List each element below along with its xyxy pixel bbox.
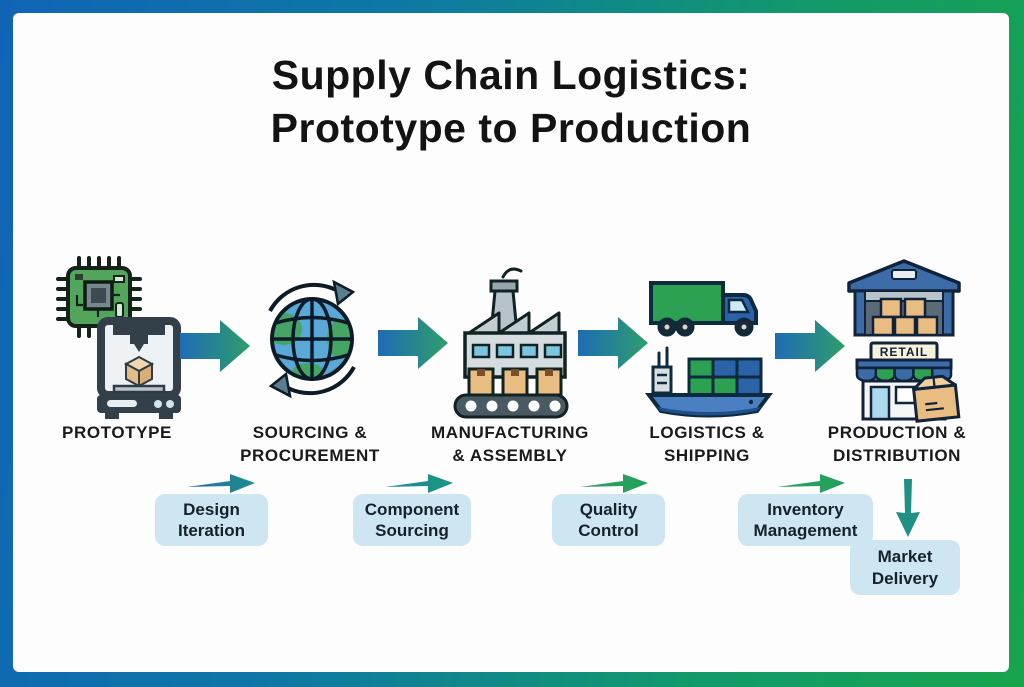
globe-with-cycle-arrows-icon [268, 279, 356, 399]
substep-inventory-management: Inventory Management [738, 494, 873, 546]
flow-arrow-3-icon [578, 317, 648, 369]
substep-arrow-down-icon [896, 479, 920, 537]
circuit-chip-and-3d-printer-icon [56, 256, 181, 419]
flow-arrow-1-icon [180, 320, 250, 372]
infographic-panel: Supply Chain Logistics: Prototype to Pro… [13, 13, 1009, 672]
cardboard-box-icon [912, 374, 961, 423]
truck-and-cargo-ship-icon [645, 281, 773, 418]
substep-market-delivery: Market Delivery [850, 540, 960, 595]
stage-label-manufacturing: MANUFACTURING & ASSEMBLY [431, 423, 589, 465]
title-line-2: Prototype to Production [270, 105, 752, 152]
substep-design-iteration: Design Iteration [155, 494, 268, 546]
title-line-1: Supply Chain Logistics: [271, 52, 751, 98]
substep-arrow-4-icon [777, 474, 845, 493]
substep-arrow-1-icon [187, 474, 255, 493]
retail-sign-text: RETAIL [880, 345, 928, 359]
factory-with-conveyor-icon [453, 267, 569, 419]
stage-label-logistics: LOGISTICS & SHIPPING [649, 423, 765, 465]
stage-label-sourcing: SOURCING & PROCUREMENT [240, 423, 380, 465]
warehouse-and-retail-store-icon: RETAIL [847, 259, 961, 423]
page-title: Supply Chain Logistics: Prototype to Pro… [13, 49, 1009, 156]
stage-label-production: PRODUCTION & DISTRIBUTION [827, 423, 967, 465]
substep-quality-control: Quality Control [552, 494, 665, 546]
flow-arrow-2-icon [378, 317, 448, 369]
substep-component-sourcing: Component Sourcing [353, 494, 471, 546]
substep-arrow-3-icon [580, 474, 648, 493]
substep-arrow-2-icon [385, 474, 453, 493]
flow-arrow-4-icon [775, 320, 845, 372]
stage-label-prototype: PROTOTYPE [62, 423, 172, 442]
